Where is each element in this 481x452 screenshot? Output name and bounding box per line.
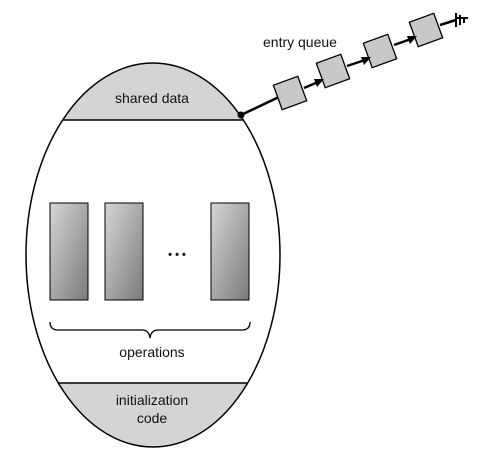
- operations-ellipsis: • • •: [168, 249, 186, 261]
- operation-box: [210, 202, 250, 301]
- queue-link: [346, 58, 366, 68]
- queue-link: [393, 37, 412, 47]
- entry-queue-label: entry queue: [263, 34, 337, 50]
- queue-node: [272, 75, 308, 111]
- operation-box: [49, 202, 89, 301]
- queue-tail-link: [439, 18, 457, 27]
- operation-box: [104, 202, 144, 301]
- monitor-outline: [25, 62, 281, 448]
- queue-node: [408, 12, 444, 48]
- entry-queue: entry queue: [237, 12, 468, 119]
- queue-arrowhead: [361, 57, 371, 65]
- operations-group: • • •: [49, 202, 251, 339]
- ground-icon: [455, 13, 468, 27]
- operations-brace: [49, 321, 251, 339]
- queue-node: [315, 53, 351, 89]
- shared-data-label: shared data: [115, 90, 189, 106]
- code-label: code: [137, 410, 168, 426]
- queue-arrowhead: [407, 36, 417, 44]
- queue-arrowhead: [314, 79, 324, 87]
- initialization-label: initialization: [116, 392, 188, 408]
- queue-link: [240, 94, 282, 117]
- queue-node: [362, 33, 398, 69]
- operations-label: operations: [119, 344, 184, 360]
